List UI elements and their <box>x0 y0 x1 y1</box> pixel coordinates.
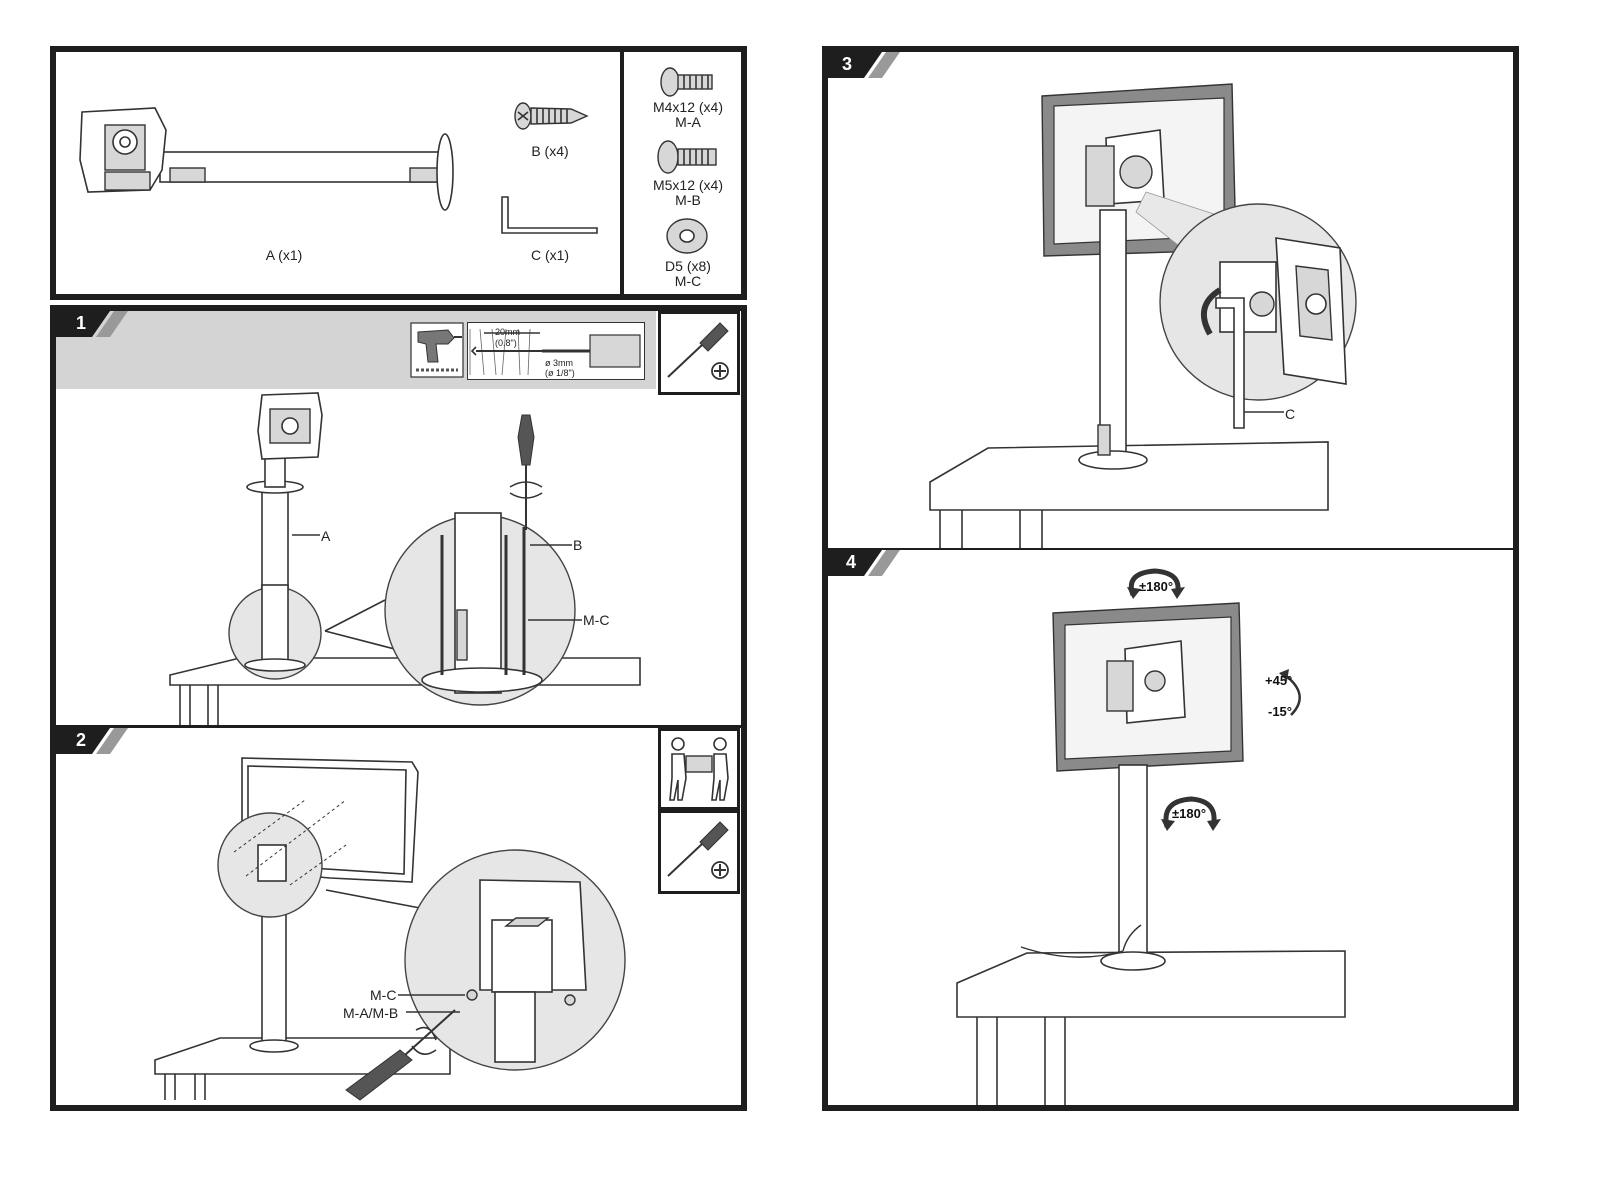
step2-label-mamb: M-A/M-B <box>343 1005 398 1021</box>
d5-label-1: D5 (x8) <box>665 258 711 274</box>
m5-screw-icon <box>656 139 722 175</box>
m4-label-1: M4x12 (x4) <box>653 99 723 115</box>
tilt-down-label: -15° <box>1268 704 1292 719</box>
step3-label-c: C <box>1285 406 1295 422</box>
drill-icon <box>410 322 464 378</box>
step2-label-mc: M-C <box>370 987 396 1003</box>
two-person-lift-icon <box>664 734 734 806</box>
wood-screw-icon <box>513 100 593 132</box>
step1-label-a: A <box>321 528 330 544</box>
washer-icon <box>664 216 710 256</box>
part-a-label: A (x1) <box>266 247 303 263</box>
step1-badge <box>56 311 128 337</box>
tilt-up-label: +45° <box>1265 673 1292 688</box>
rotation-pole-label: ±180° <box>1172 806 1206 821</box>
screwdriver-icon <box>660 313 738 393</box>
part-b-label: B (x4) <box>531 143 568 159</box>
screwdriver-icon-2 <box>660 812 738 892</box>
step3-number: 3 <box>842 54 852 75</box>
parts-divider <box>620 50 624 296</box>
step-divider-3-4 <box>828 548 1513 550</box>
m4-label-2: M-A <box>675 114 701 130</box>
m5-label-1: M5x12 (x4) <box>653 177 723 193</box>
step1-label-b: B <box>573 537 582 553</box>
drill-dia-in: (ø 1/8") <box>545 365 575 381</box>
step3-assembly-drawing <box>928 80 1348 550</box>
d5-label-2: M-C <box>675 273 701 289</box>
drill-depth-in: (0.8") <box>495 335 517 351</box>
allen-key-icon <box>500 195 600 240</box>
step4-number: 4 <box>846 552 856 573</box>
step1-assembly-drawing <box>170 395 640 725</box>
step3-badge <box>828 52 900 78</box>
part-c-label: C (x1) <box>531 247 569 263</box>
part-a-arm-drawing <box>70 100 470 230</box>
step4-badge <box>828 550 900 576</box>
step-divider-1-2 <box>56 725 741 728</box>
step2-badge <box>56 728 128 754</box>
step1-label-mc: M-C <box>583 612 609 628</box>
step1-number: 1 <box>76 313 86 334</box>
step2-assembly-drawing <box>150 750 640 1100</box>
rotation-top-label: ±180° <box>1139 579 1173 594</box>
step4-assembly-drawing <box>955 565 1355 1105</box>
m4-screw-icon <box>658 66 718 98</box>
step2-number: 2 <box>76 730 86 751</box>
m5-label-2: M-B <box>675 192 701 208</box>
